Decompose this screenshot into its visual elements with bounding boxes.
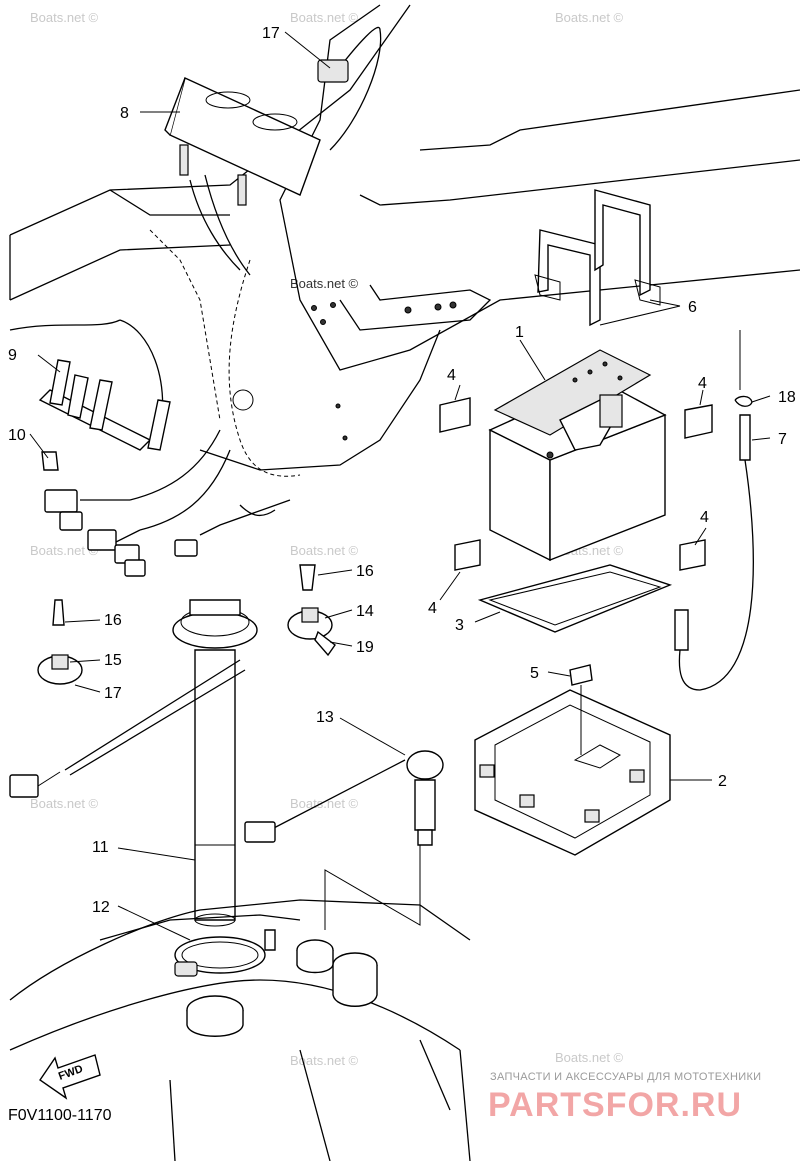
forward-arrow-icon: FWD (39, 1054, 101, 1100)
battery-box (474, 664, 671, 856)
callout-18: 17 (104, 685, 122, 702)
callout-17: 16 (104, 612, 122, 629)
callout-4: 4 (698, 375, 707, 392)
brand-watermark: ЗАПЧАСТИ И АКСЕССУАРЫ ДЛЯ МОТОТЕХНИКИ PA… (488, 1071, 761, 1124)
fuel-sender (9, 564, 336, 927)
bracket-and-nut (38, 359, 171, 471)
callout-11: 10 (8, 427, 26, 444)
callout-4: 4 (428, 600, 437, 617)
brand-tagline: ЗАПЧАСТИ И АКСЕССУАРЫ ДЛЯ МОТОТЕХНИКИ (490, 1071, 761, 1083)
callout-12: 11 (92, 839, 109, 856)
callout-15: 13 (316, 709, 334, 726)
battery (488, 349, 667, 562)
fuel-tank (9, 899, 471, 1161)
battery-strap (534, 189, 661, 327)
callout-5: 5 (530, 665, 539, 682)
watermark: Boats.net © (290, 1053, 359, 1068)
meter-panel (164, 26, 382, 276)
callout-14: 17 (262, 25, 280, 42)
watermark: Boats.net © (555, 1050, 624, 1065)
callout-8: 18 (778, 389, 796, 406)
watermark: Boats.net © (290, 276, 359, 291)
watermark: Boats.net © (290, 543, 359, 558)
wiring-harness (44, 429, 291, 577)
watermark: Boats.net © (30, 796, 99, 811)
watermark: Boats.net © (290, 796, 359, 811)
diagram-code: F0V1100-1170 (8, 1107, 112, 1124)
watermark: Boats.net © (290, 10, 359, 25)
callout-1: 1 (515, 324, 524, 341)
callout-17: 16 (356, 563, 374, 580)
watermark: Boats.net © (555, 10, 624, 25)
callouts: 17 8 9 10 1 4 4 4 4 3 6 7 18 5 2 11 12 1… (8, 25, 796, 916)
vent-tube (674, 330, 754, 691)
callout-13: 12 (92, 899, 110, 916)
sensor-15 (244, 750, 444, 930)
battery-pads (439, 397, 713, 633)
callout-10: 9 (8, 347, 17, 364)
callout-6: 6 (688, 299, 697, 316)
hull-outline (9, 4, 800, 477)
callout-4: 4 (700, 509, 709, 526)
callout-19: 19 (356, 639, 374, 656)
callout-9: 8 (120, 105, 129, 122)
callout-7: 7 (778, 431, 787, 448)
callout-2: 2 (718, 773, 727, 790)
watermark: Boats.net © (30, 543, 99, 558)
callout-16: 14 (356, 603, 374, 620)
callout-16: 15 (104, 652, 122, 669)
callout-4: 4 (447, 367, 456, 384)
brand-name: PARTSFOR.RU (488, 1086, 742, 1124)
callout-3: 3 (455, 617, 464, 634)
watermark: Boats.net © (30, 10, 99, 25)
leader-lines (29, 31, 771, 941)
